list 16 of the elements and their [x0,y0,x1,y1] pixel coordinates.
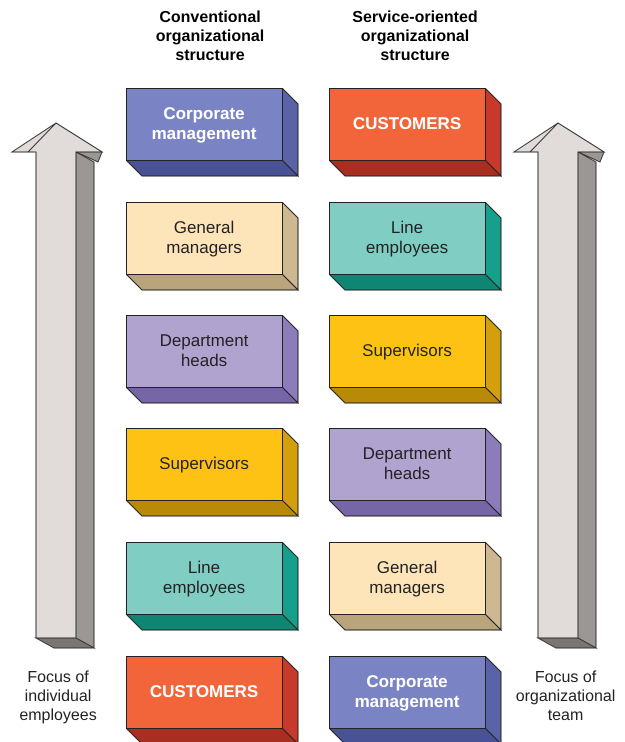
block-label: Supervisors [159,454,249,474]
block-label: General managers [165,218,243,258]
arrow-caption: Focus of organizational team [514,668,616,725]
block-label: General managers [368,558,446,598]
column-heading: Service-oriented organizational structure [351,8,479,65]
block-label: Department heads [158,331,250,371]
block-label: Supervisors [362,341,452,361]
block-label: Corporate management [150,104,258,144]
block-label: CUSTOMERS [150,682,258,702]
column-heading: Conventional organizational structure [154,8,266,65]
block-label: Line employees [162,558,246,598]
arrow-caption: Focus of individual employees [18,668,98,725]
block-label: Corporate management [354,672,460,712]
block-label: Department heads [362,444,452,484]
block-label: CUSTOMERS [352,114,462,134]
block-label: Line employees [364,218,450,258]
